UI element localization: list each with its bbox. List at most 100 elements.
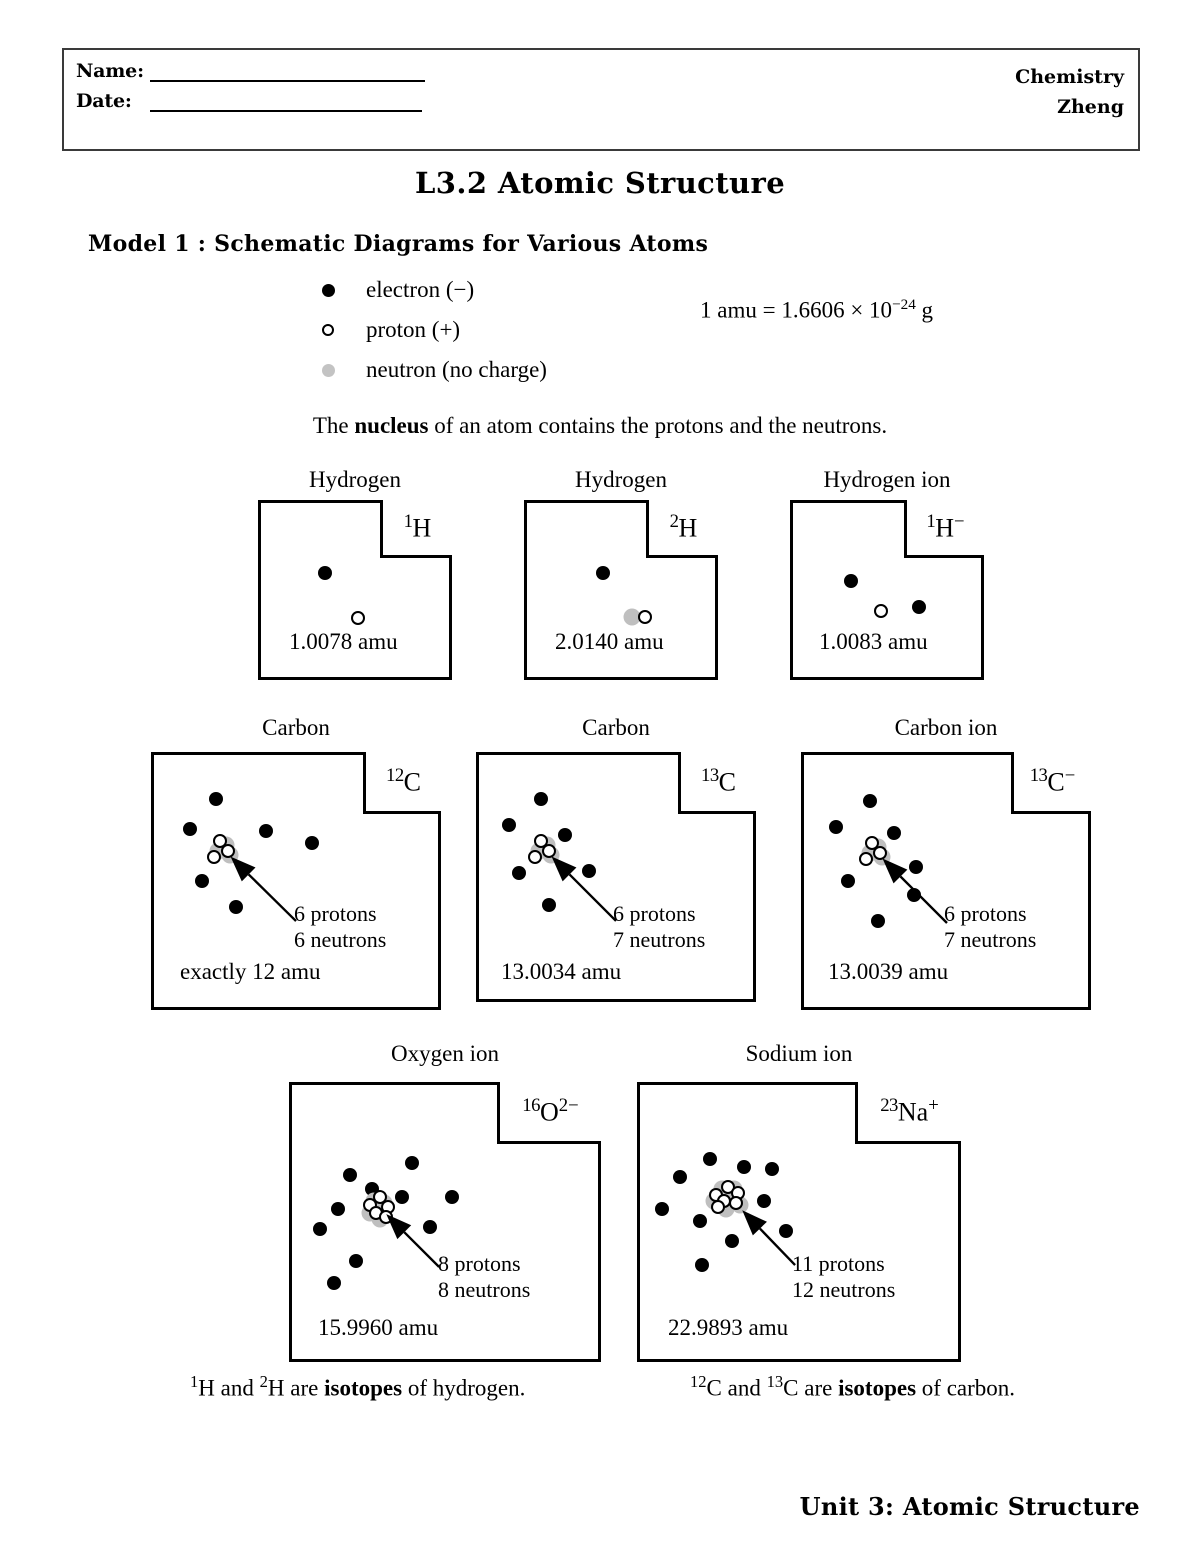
proton-circle-icon	[528, 850, 542, 864]
proton-circle-icon	[322, 324, 366, 336]
date-input-line[interactable]	[150, 96, 422, 112]
electron-dot-icon	[725, 1234, 739, 1248]
isotope-symbol: 13C	[701, 766, 736, 796]
isotope-element-symbol: H	[678, 513, 698, 543]
atom-diagram-box: 1H− 1.0083 amu	[790, 500, 984, 680]
iso-h-mass1: 1	[190, 1372, 199, 1391]
iso-h-keyword: isotopes	[324, 1375, 403, 1401]
proton-count-label: 6 protons	[613, 901, 696, 926]
atomic-mass-label: exactly 12 amu	[180, 959, 321, 984]
isotope-symbol: 12C	[385, 765, 422, 797]
legend-label-proton: proton (+)	[366, 317, 461, 342]
isotope-symbol: 1H	[404, 512, 432, 542]
legend-label-electron: electron (−)	[366, 277, 475, 302]
electron-dot-icon	[582, 864, 596, 878]
iso-c-mid: and	[721, 1375, 767, 1401]
electron-dot-icon	[909, 860, 923, 874]
particle-legend: electron (−) proton (+) neutron (no char…	[322, 270, 547, 390]
isotope-symbol: 16O2−	[522, 1096, 578, 1127]
atom-diagram-box: 2H 2.0140 amu	[524, 500, 718, 680]
iso-c-el2: C	[783, 1375, 799, 1401]
atomic-mass-label: 22.9893 amu	[668, 1315, 789, 1340]
isotope-element-symbol: O	[540, 1097, 559, 1127]
neutron-dot-icon	[322, 363, 366, 377]
atomic-mass-label: 13.0039 amu	[828, 959, 949, 984]
electron-dot-icon	[695, 1258, 709, 1272]
isotope-symbol: 1H−	[926, 511, 965, 542]
atomic-mass-label: 1.0078 amu	[289, 629, 398, 654]
course-info: Chemistry Zheng	[1015, 62, 1124, 122]
atomic-mass-label: 1.0083 amu	[819, 629, 928, 654]
electron-dot-icon	[405, 1156, 419, 1170]
particle-layer	[292, 1085, 598, 1359]
legend-label-neutron: neutron (no charge)	[366, 357, 547, 382]
date-row: Date:	[76, 90, 425, 112]
isotope-symbol-plate: 1H−	[904, 500, 984, 558]
isotope-note-hydrogen: 1H and 2H are isotopes of hydrogen.	[190, 1372, 525, 1402]
nucleus-sentence-after: of an atom contains the protons and the …	[428, 413, 888, 438]
isotope-element-symbol: C	[403, 767, 422, 797]
electron-dot-icon	[779, 1224, 793, 1238]
iso-h-tail: of hydrogen.	[402, 1375, 526, 1401]
iso-h-mass2: 2	[259, 1372, 268, 1391]
electron-dot-icon	[673, 1170, 687, 1184]
isotope-mass-number: 23	[880, 1095, 898, 1117]
particle-layer	[640, 1085, 958, 1359]
atom-caption: Hydrogen	[575, 467, 667, 492]
electron-dot-icon	[907, 888, 921, 902]
isotope-symbol-plate: 16O2−	[497, 1082, 601, 1144]
electron-dot-icon	[871, 914, 885, 928]
electron-dot-icon	[313, 1222, 327, 1236]
isotope-mass-number: 12	[385, 765, 404, 787]
electron-dot-icon	[512, 866, 526, 880]
isotope-symbol-plate: 2H	[646, 500, 718, 558]
electron-dot-icon	[183, 822, 197, 836]
proton-circle-icon	[542, 844, 556, 858]
iso-h-are: are	[284, 1375, 325, 1401]
isotope-element-symbol: Na	[897, 1097, 929, 1127]
electron-dot-icon	[445, 1190, 459, 1204]
iso-c-tail: of carbon.	[916, 1375, 1016, 1401]
isotope-element-symbol: C	[1047, 767, 1065, 797]
electron-dot-icon	[655, 1202, 669, 1216]
electron-dot-icon	[887, 826, 901, 840]
name-input-line[interactable]	[150, 66, 425, 82]
nucleus-keyword: nucleus	[354, 413, 429, 438]
electron-dot-icon	[558, 828, 572, 842]
iso-h-el1: H	[198, 1375, 215, 1401]
isotope-symbol-plate: 13C	[678, 752, 756, 814]
name-label: Name:	[76, 60, 144, 82]
isotope-symbol-plate: 1H	[380, 500, 452, 558]
isotope-symbol-plate: 13C−	[1011, 752, 1091, 814]
proton-count-label: 6 protons	[294, 901, 377, 926]
electron-dot-icon	[844, 574, 858, 588]
isotope-note-carbon: 12C and 13C are isotopes of carbon.	[690, 1372, 1015, 1402]
electron-dot-icon	[259, 824, 273, 838]
atom-caption: Carbon ion	[894, 715, 998, 740]
proton-count-label: 8 protons	[438, 1251, 521, 1276]
electron-dot-icon	[765, 1162, 779, 1176]
iso-c-mass1: 12	[690, 1372, 707, 1391]
electron-dot-icon	[737, 1160, 751, 1174]
electron-dot-icon	[542, 898, 556, 912]
isotope-mass-number: 2	[669, 511, 679, 533]
isotope-mass-number: 13	[1029, 765, 1048, 787]
electron-dot-icon	[322, 283, 366, 297]
atomic-mass-label: 2.0140 amu	[555, 629, 664, 654]
proton-circle-icon	[638, 610, 652, 624]
unit-footer: Unit 3: Atomic Structure	[799, 1492, 1140, 1521]
neutron-count-label: 7 neutrons	[613, 927, 706, 952]
isotope-mass-number: 1	[926, 511, 936, 533]
neutron-count-label: 12 neutrons	[792, 1277, 896, 1302]
isotope-charge: −	[954, 511, 965, 533]
electron-dot-icon	[195, 874, 209, 888]
neutron-count-label: 7 neutrons	[944, 927, 1037, 952]
isotope-symbol: 13C−	[1029, 765, 1076, 797]
electron-dot-icon	[596, 566, 610, 580]
student-info-box: Name: Date: Chemistry Zheng	[62, 48, 1140, 151]
particle-layer	[527, 503, 715, 677]
